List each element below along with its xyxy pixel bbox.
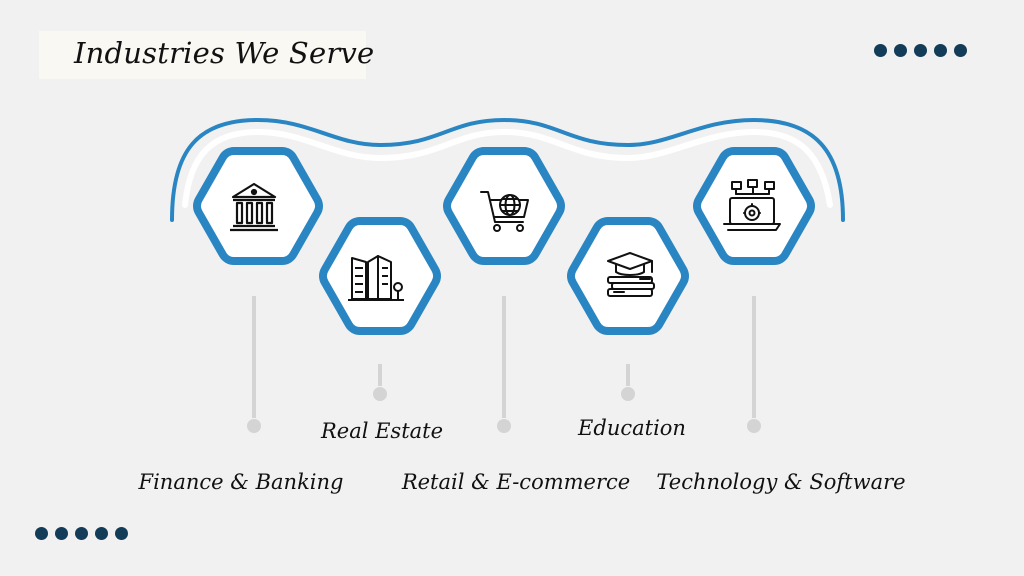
outer-arc: [170, 117, 845, 222]
connector-dot-3: [497, 419, 511, 433]
hex-inner-2: [327, 225, 433, 327]
white-hexagons: [201, 155, 807, 327]
title-box: [39, 31, 366, 79]
page-title: Industries We Serve: [74, 36, 375, 70]
label-real-estate: Real Estate: [320, 419, 444, 443]
graduation-books-icon: [607, 252, 655, 297]
connector-dot-5: [747, 419, 761, 433]
shopping-cart-globe-icon: [480, 191, 529, 232]
connector-dot-1: [247, 419, 261, 433]
connector-dot-4: [621, 387, 635, 401]
label-retail-ecommerce: Retail & E-commerce: [401, 470, 631, 494]
bank-icon: [230, 182, 278, 232]
buildings-icon: [348, 255, 404, 301]
laptop-network-gear-icon: [723, 179, 781, 231]
decorative-dots-top: [874, 44, 967, 57]
label-technology-software: Technology & Software: [656, 470, 906, 494]
outer-arc-inner: [182, 128, 833, 208]
connectors: [247, 296, 761, 433]
label-education: Education: [578, 416, 686, 440]
connector-dot-2: [373, 387, 387, 401]
decorative-dots-bottom: [35, 527, 128, 540]
label-finance-banking: Finance & Banking: [138, 470, 344, 494]
